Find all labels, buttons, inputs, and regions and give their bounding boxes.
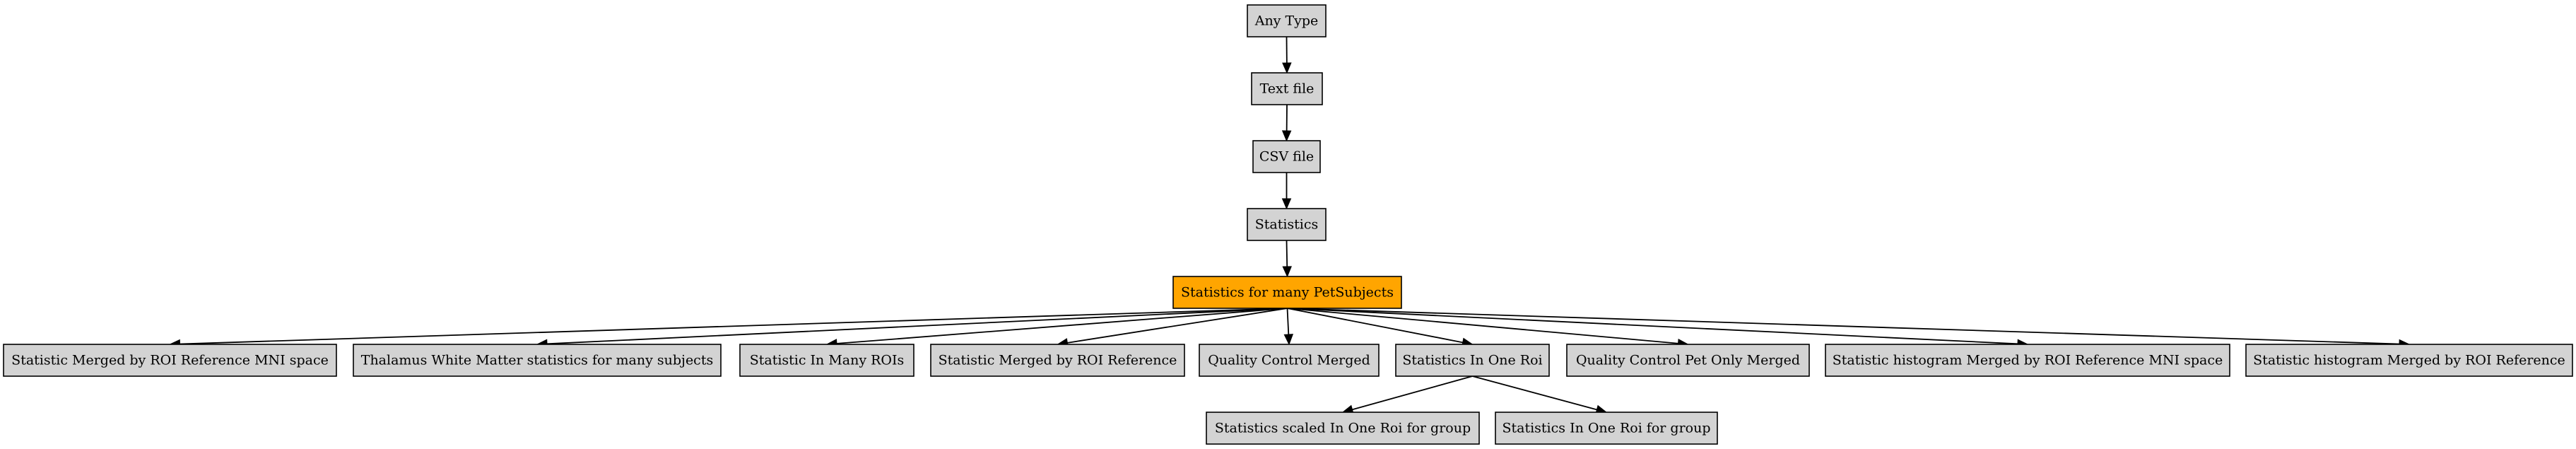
node-box <box>1251 72 1323 105</box>
arrowhead-icon <box>1282 62 1292 74</box>
node-box <box>1495 412 1718 445</box>
node-label: CSV file <box>1259 149 1314 165</box>
edge-stats_in_one_roi-to-stats_scaled_one_roi_group <box>1341 375 1473 414</box>
edge-stats_in_one_roi-to-stats_one_roi_group <box>1472 375 1608 414</box>
node-stats-many-pet[interactable]: Statistics for many PetSubjects <box>1172 276 1402 309</box>
node-csv-file[interactable]: CSV file <box>1252 140 1321 173</box>
edge-line <box>1287 308 1678 344</box>
node-label: Statistics In One Roi for group <box>1502 421 1710 436</box>
node-box <box>1206 412 1480 445</box>
edge-stats_many_pet-to-stats_in_one_roi <box>1287 308 1474 347</box>
edge-line <box>1472 375 1597 411</box>
node-label: Any Type <box>1254 13 1319 29</box>
node-box <box>1247 208 1327 241</box>
arrowhead-icon <box>1283 334 1294 346</box>
node-box <box>1395 344 1550 377</box>
node-box <box>2245 344 2573 377</box>
node-label: Statistic histogram Merged by ROI Refere… <box>2253 353 2565 368</box>
edge-csv_file-to-statistics <box>1281 173 1292 210</box>
node-box <box>3 344 337 377</box>
node-box <box>1199 344 1380 377</box>
node-statistics[interactable]: Statistics <box>1247 208 1327 241</box>
node-box <box>1825 344 2230 377</box>
arrowhead-icon <box>1281 198 1292 210</box>
node-stat-merged-roi-ref[interactable]: Statistic Merged by ROI Reference <box>930 344 1185 377</box>
edge-statistics-to-stats_many_pet <box>1282 240 1292 278</box>
node-label: Statistics In One Roi <box>1402 353 1542 368</box>
node-stat-hist-merged-roi-ref-mni[interactable]: Statistic histogram Merged by ROI Refere… <box>1825 344 2230 377</box>
edge-line <box>1286 240 1288 267</box>
node-label: Statistics <box>1255 217 1319 233</box>
node-stats-in-one-roi[interactable]: Statistics In One Roi <box>1395 344 1550 377</box>
node-stats-one-roi-group[interactable]: Statistics In One Roi for group <box>1495 412 1718 445</box>
node-label: Quality Control Merged <box>1208 353 1370 368</box>
node-stat-hist-merged-roi-ref[interactable]: Statistic histogram Merged by ROI Refere… <box>2245 344 2573 377</box>
node-box <box>1247 4 1327 37</box>
arrowhead-icon <box>1281 130 1292 142</box>
node-text-file[interactable]: Text file <box>1251 72 1323 105</box>
edge-line <box>1287 308 2018 345</box>
edge-line <box>546 308 1288 345</box>
node-label: Thalamus White Matter statistics for man… <box>361 353 713 368</box>
node-box <box>739 344 914 377</box>
node-box <box>1252 140 1321 173</box>
edge-line <box>180 308 1288 345</box>
node-label: Text file <box>1260 81 1315 97</box>
node-label: Statistics for many PetSubjects <box>1181 285 1394 301</box>
node-label: Quality Control Pet Only Merged <box>1576 353 1800 368</box>
node-qc-merged[interactable]: Quality Control Merged <box>1199 344 1380 377</box>
edge-line <box>836 308 1288 344</box>
node-any-type[interactable]: Any Type <box>1247 4 1327 37</box>
node-label: Statistic Merged by ROI Reference <box>939 353 1177 368</box>
edge-line <box>1287 308 2400 345</box>
node-qc-pet-only-merged[interactable]: Quality Control Pet Only Merged <box>1566 344 1810 377</box>
node-label: Statistic In Many ROIs <box>750 353 905 368</box>
node-thalamus-wm-stats[interactable]: Thalamus White Matter statistics for man… <box>353 344 722 377</box>
edge-line <box>1286 308 1290 335</box>
arrowhead-icon <box>1282 266 1292 278</box>
edge-line <box>1067 308 1288 344</box>
edge-any_type-to-text_file <box>1282 36 1292 74</box>
edge-text_file-to-csv_file <box>1281 104 1292 142</box>
edge-stats_many_pet-to-thalamus_wm_stats <box>536 308 1288 349</box>
highlighted-node-box <box>1172 276 1402 309</box>
node-box <box>1566 344 1810 377</box>
edge-stats_many_pet-to-stat_merged_roi_ref_mni <box>169 308 1288 349</box>
node-box <box>930 344 1185 377</box>
edge-stats_many_pet-to-qc_merged <box>1283 308 1294 346</box>
node-stat-in-many-rois[interactable]: Statistic In Many ROIs <box>739 344 914 377</box>
edge-stats_many_pet-to-stat_in_many_rois <box>825 308 1288 349</box>
node-stats-scaled-one-roi-group[interactable]: Statistics scaled In One Roi for group <box>1206 412 1480 445</box>
node-label: Statistic Merged by ROI Reference MNI sp… <box>11 353 329 368</box>
edge-stats_many_pet-to-stat_hist_merged_roi_ref <box>1287 308 2411 349</box>
edge-line <box>1287 308 1463 344</box>
node-label: Statistics scaled In One Roi for group <box>1215 421 1471 436</box>
node-stat-merged-roi-ref-mni[interactable]: Statistic Merged by ROI Reference MNI sp… <box>3 344 337 377</box>
node-box <box>353 344 722 377</box>
node-label: Statistic histogram Merged by ROI Refere… <box>1833 353 2223 368</box>
edge-line <box>1352 375 1473 411</box>
